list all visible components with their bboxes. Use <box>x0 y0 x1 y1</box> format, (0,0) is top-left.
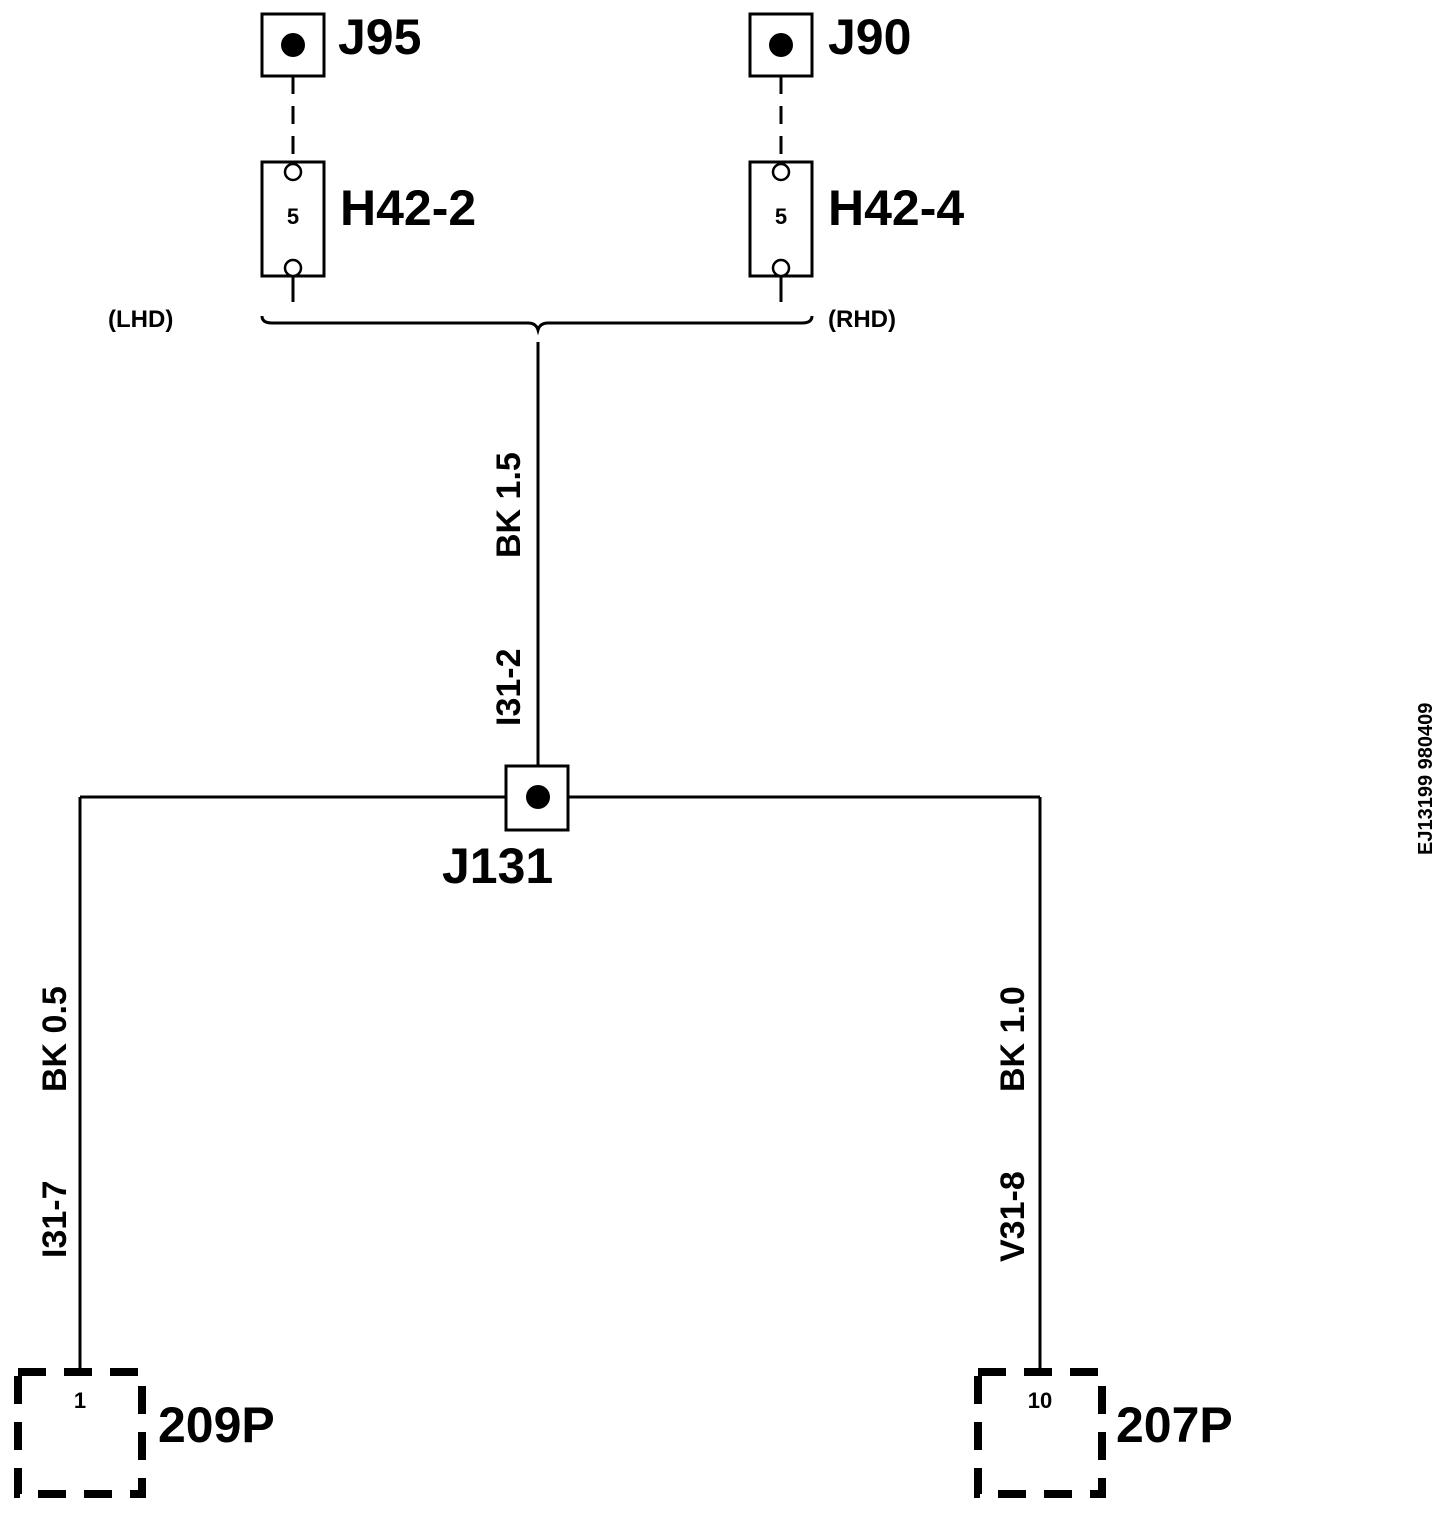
connector-209p-label: 209P <box>158 1397 275 1453</box>
wire-main-color-size: BK 1.5 <box>490 452 528 558</box>
ground-point-j90 <box>748 12 814 78</box>
connector-h42-2-pin: 5 <box>287 204 299 229</box>
wire-left-id: I31-7 <box>36 1181 74 1259</box>
ground-point-j95-label: J95 <box>338 9 421 65</box>
connector-207p-label: 207P <box>1116 1397 1233 1453</box>
connector-209p-pin: 1 <box>74 1388 86 1413</box>
connector-207p <box>974 1368 1106 1498</box>
ground-point-j131 <box>504 764 570 832</box>
wire-main-id: I31-2 <box>490 649 528 727</box>
option-rhd-label: (RHD) <box>828 306 896 333</box>
option-brace <box>260 315 814 336</box>
figure-code: EJ13199 980409 <box>1415 703 1437 855</box>
connector-207p-pin: 10 <box>1028 1388 1052 1413</box>
connector-h42-2-label: H42-2 <box>340 180 476 236</box>
ground-point-j131-label: J131 <box>442 838 553 894</box>
ground-point-j90-label: J90 <box>828 9 911 65</box>
ground-point-j95 <box>260 12 326 78</box>
connector-h42-4-pin: 5 <box>775 204 787 229</box>
connector-209p <box>14 1368 146 1498</box>
option-lhd-label: (LHD) <box>108 306 173 333</box>
connector-h42-4-label: H42-4 <box>828 180 964 236</box>
wire-right-color-size: BK 1.0 <box>994 986 1032 1092</box>
connector-h42-2 <box>260 160 326 278</box>
wire-left-color-size: BK 0.5 <box>36 986 74 1092</box>
wire-right-id: V31-8 <box>994 1171 1032 1262</box>
